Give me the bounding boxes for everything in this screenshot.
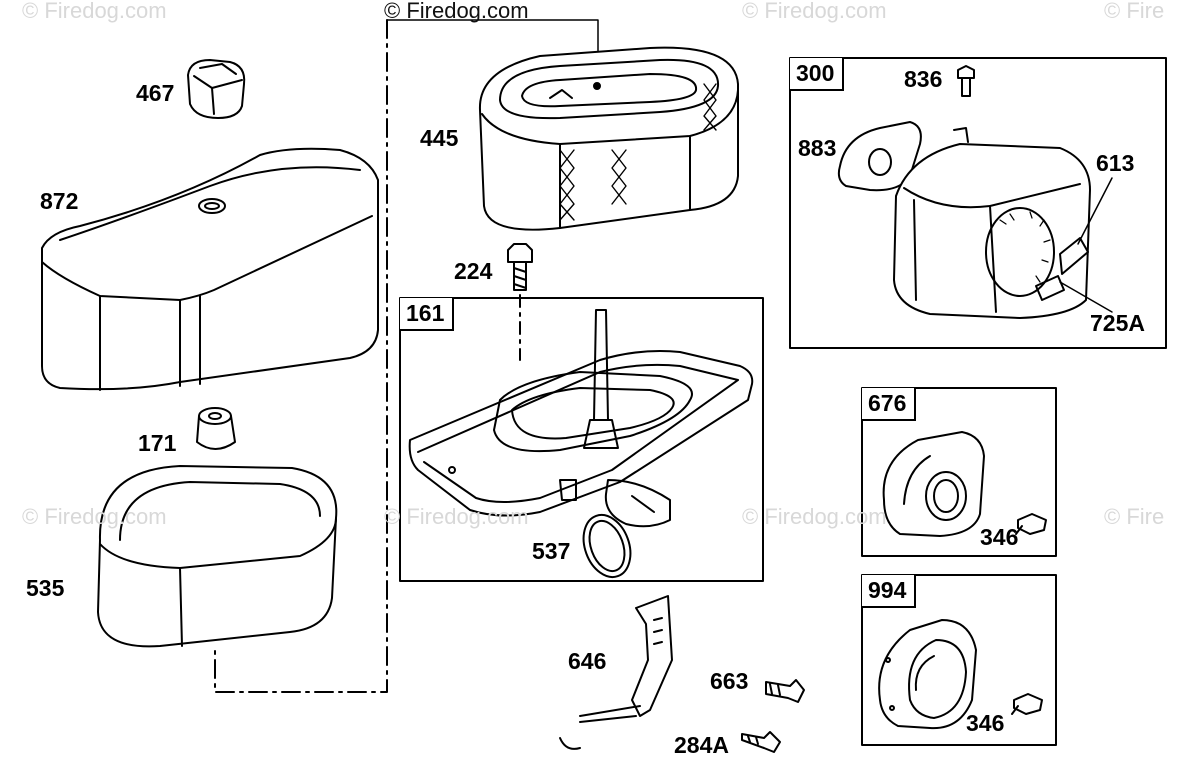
box-300 — [789, 57, 1167, 349]
muffler-300 — [893, 127, 1091, 319]
filter-445 — [478, 46, 739, 231]
watermark: © Fire — [1104, 504, 1165, 529]
part-label-535: 535 — [26, 575, 65, 601]
bolt-663 — [765, 679, 805, 703]
base-161 — [408, 309, 754, 528]
oring-537 — [582, 514, 632, 578]
part-label-883: 883 — [798, 135, 837, 161]
bolt-284a — [741, 731, 781, 753]
screw-346b — [1011, 693, 1043, 715]
bracket-646 — [559, 595, 673, 750]
box-161 — [399, 297, 764, 582]
bolt-224 — [507, 243, 533, 291]
part-label-346: 346 — [966, 710, 1005, 736]
watermark: © Firedog.com — [384, 504, 529, 529]
watermark: © Firedog.com — [742, 504, 887, 529]
part-label-467: 467 — [136, 80, 175, 106]
part-label-613: 613 — [1096, 150, 1135, 176]
watermark: © Firedog.com — [22, 504, 167, 529]
cover-872 — [41, 147, 379, 391]
part-label-836: 836 — [904, 66, 943, 92]
watermark: © Fire — [1104, 0, 1165, 23]
deflector-994 — [878, 619, 977, 730]
part-label-171: 171 — [138, 430, 177, 456]
box-994 — [861, 574, 1057, 746]
part-label-994: 994 — [862, 575, 917, 608]
part-label-284a: 284A — [674, 732, 729, 758]
part-label-224: 224 — [454, 258, 493, 284]
assembly-line — [214, 19, 388, 693]
part-label-161: 161 — [400, 298, 455, 331]
part-label-346: 346 — [980, 524, 1019, 550]
watermark: © Firedog.com — [742, 0, 887, 23]
part-label-646: 646 — [568, 648, 607, 674]
part-label-445: 445 — [420, 125, 459, 151]
bolt-836 — [957, 65, 975, 97]
watermark: © Firedog.com — [22, 0, 167, 23]
box-676 — [861, 387, 1057, 557]
leader-725a — [1059, 281, 1113, 313]
screw-346a — [1015, 513, 1047, 535]
part-label-725a: 725A — [1090, 310, 1145, 336]
part-label-663: 663 — [710, 668, 749, 694]
part-label-537: 537 — [532, 538, 571, 564]
part-label-872: 872 — [40, 188, 79, 214]
knob-467 — [187, 59, 246, 119]
watermark: © Firedog.com — [384, 0, 529, 23]
grommet-171 — [196, 407, 236, 450]
part-label-300: 300 — [790, 58, 845, 91]
part-label-676: 676 — [862, 388, 917, 421]
leader-613 — [1077, 177, 1113, 245]
deflector-676 — [882, 431, 985, 537]
precleaner-535 — [97, 465, 338, 648]
gasket-883 — [837, 121, 922, 192]
